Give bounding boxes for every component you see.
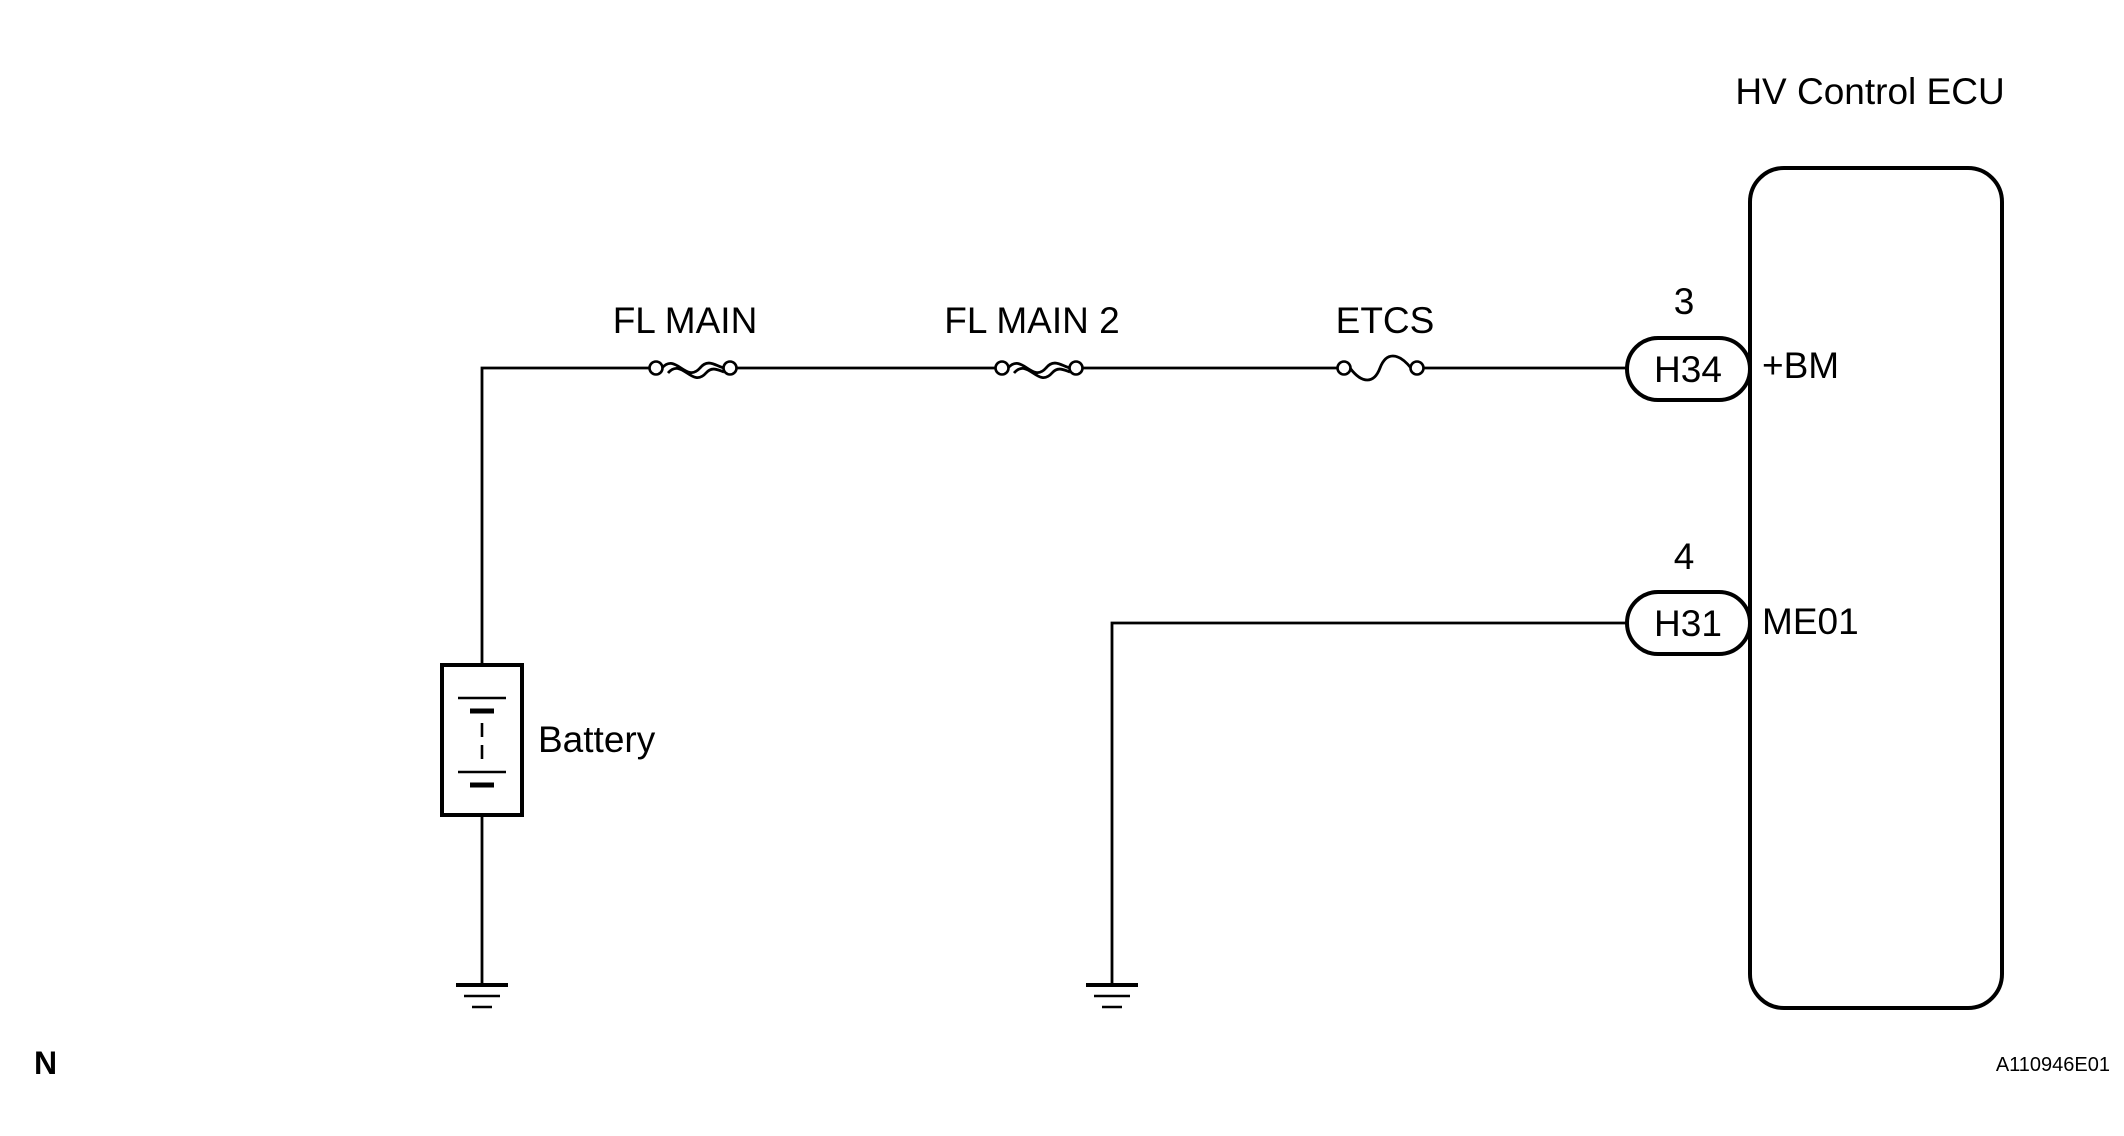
fuse-label-etcs: ETCS (1336, 300, 1435, 341)
connector-id-h34: H34 (1654, 349, 1722, 390)
fuse-etcs-symbol (1336, 354, 1425, 382)
ecu-box (1748, 166, 2004, 1010)
me01-ground-wire (1110, 621, 1627, 985)
power-wire (480, 366, 1627, 665)
fusible-link-fl-main-symbol (648, 360, 738, 379)
fuse-label-fl-main-2: FL MAIN 2 (944, 300, 1119, 341)
fusible-link-fl-main-2-symbol (994, 360, 1084, 379)
ground-icon (1086, 983, 1138, 1009)
connector-id-h31: H31 (1654, 603, 1722, 644)
pin-number-3: 3 (1674, 281, 1695, 322)
battery-symbol (440, 663, 524, 817)
terminal-me01: ME01 (1762, 601, 1859, 642)
ecu-title: HV Control ECU (1735, 71, 2004, 112)
battery-label: Battery (538, 719, 656, 760)
connector-h34 (1625, 336, 1752, 402)
ground-icon (456, 983, 508, 1009)
figure-id: A110946E01 (1996, 1054, 2110, 1076)
fuse-label-fl-main: FL MAIN (613, 300, 758, 341)
terminal-bm: +BM (1762, 345, 1839, 386)
pin-number-4: 4 (1674, 536, 1695, 577)
footer-left-code: N (34, 1045, 57, 1081)
